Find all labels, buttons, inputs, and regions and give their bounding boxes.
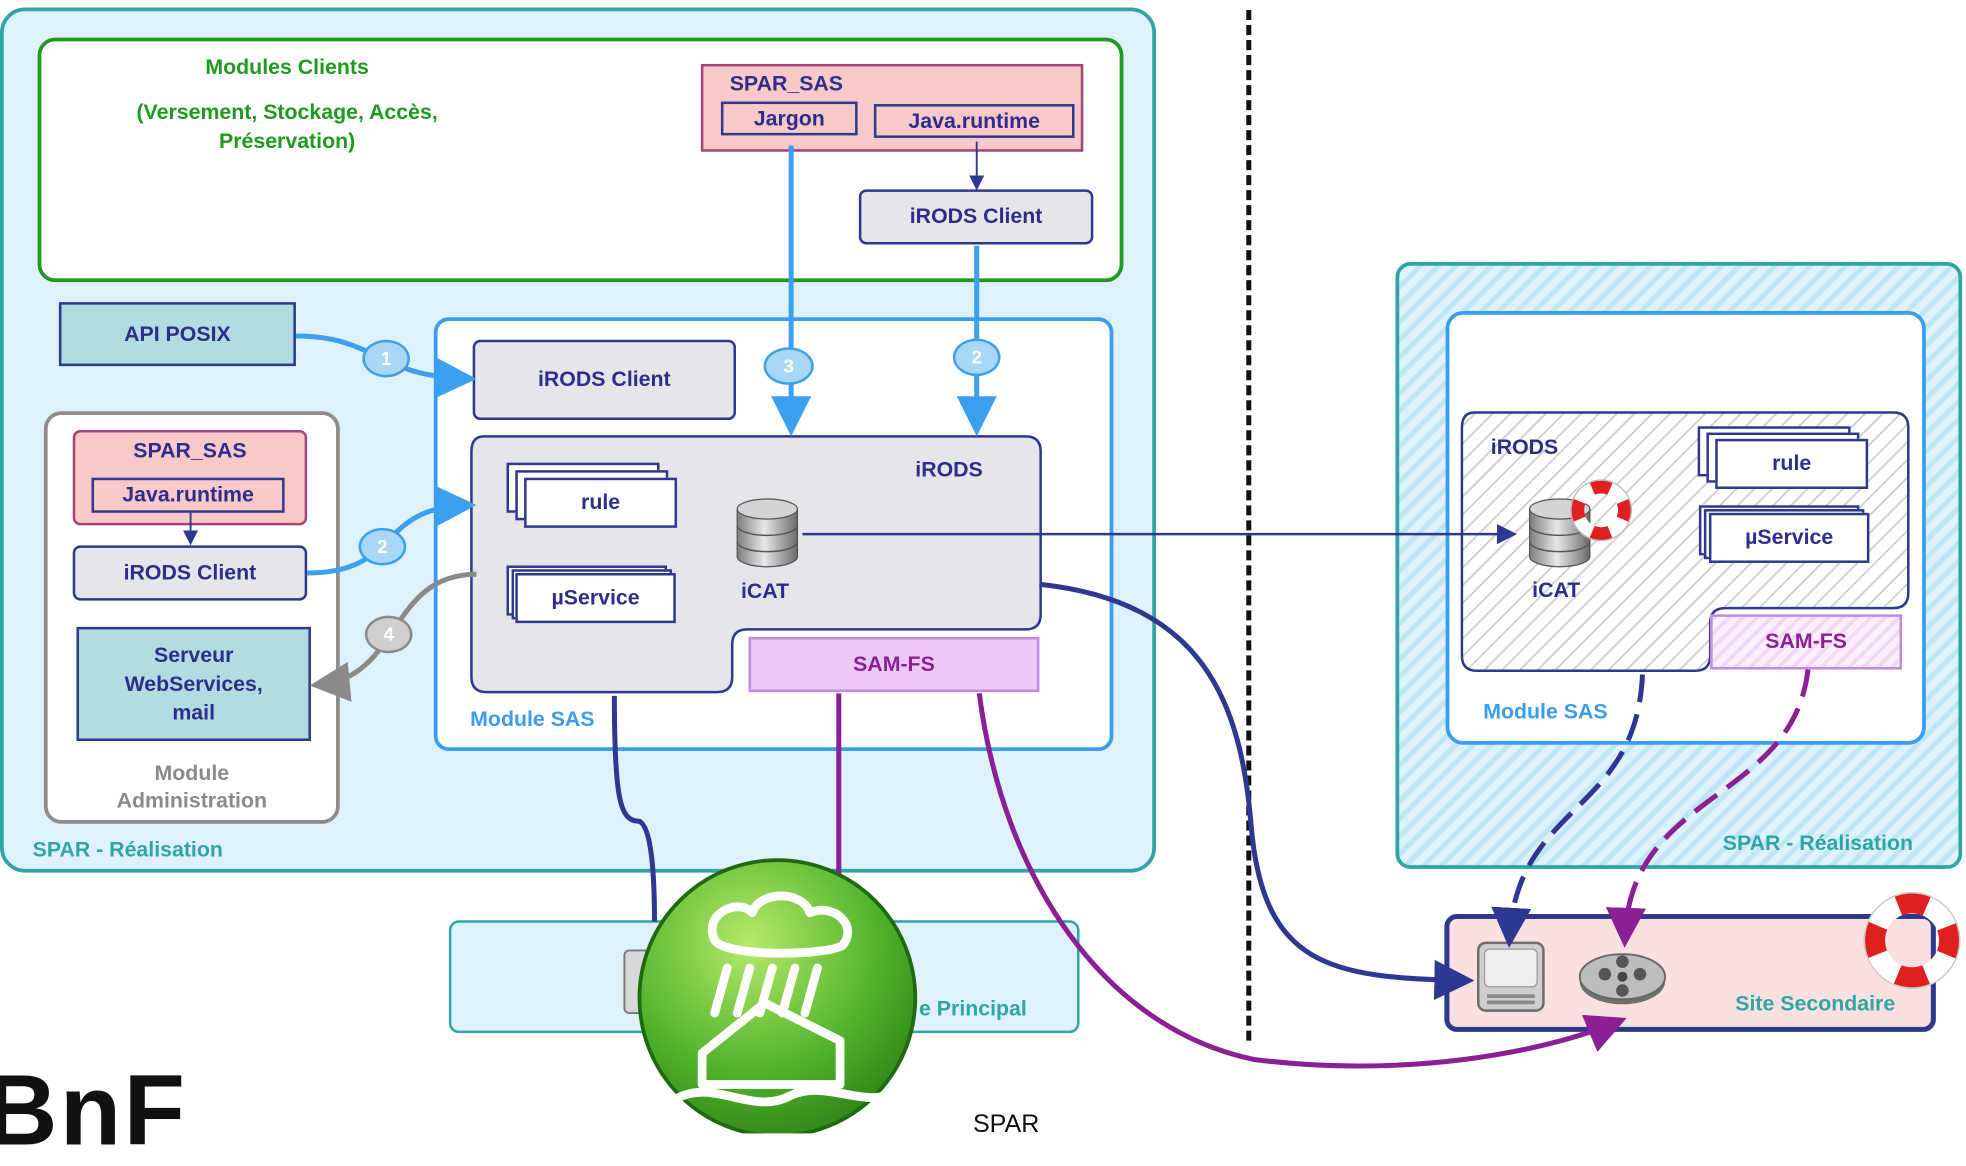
step-badge-3: 3: [763, 347, 814, 385]
secondary-realisation-label: SPAR - Réalisation: [1722, 831, 1914, 856]
step-badge-2-admin: 2: [358, 527, 407, 566]
secondary-site-label: Site Secondaire: [1735, 991, 1896, 1016]
database-icon: [736, 498, 799, 568]
flood-disaster-icon: [637, 858, 918, 1134]
film-reel-icon: [1578, 953, 1666, 1005]
clients-java-runtime[interactable]: Java.runtime: [873, 104, 1075, 138]
connectors: [183, 141, 1811, 1069]
bnf-logo: BnF: [0, 1054, 188, 1166]
admin-irods-client[interactable]: iRODS Client: [72, 545, 308, 601]
irods-title: iRODS: [915, 457, 983, 482]
step-badge-4: 4: [364, 615, 413, 654]
secondary-samfs-box[interactable]: SAM-FS: [1710, 614, 1903, 670]
lifebuoy-icon: [1570, 479, 1632, 542]
hard-drive-icon: [1476, 941, 1545, 1012]
secondary-icat-label: iCAT: [1532, 578, 1581, 602]
icat-label: iCAT: [740, 579, 790, 604]
uservice-box[interactable]: µService: [515, 572, 676, 624]
admin-spar-sas-title: SPAR_SAS: [133, 438, 247, 463]
admin-module-label: Module Administration: [116, 761, 268, 813]
api-posix-box[interactable]: API POSIX: [58, 302, 296, 367]
clients-subtitle: (Versement, Stockage, Accès, Préservatio…: [136, 100, 438, 153]
secondary-uservice-box[interactable]: µService: [1708, 512, 1870, 563]
footer-caption: SPAR: [972, 1110, 1040, 1139]
clients-irods-client[interactable]: iRODS Client: [858, 189, 1094, 245]
site-divider: [1246, 10, 1252, 1041]
secondary-sas-label: Module SAS: [1483, 699, 1608, 724]
jargon-box[interactable]: Jargon: [720, 101, 858, 136]
step-badge-1: 1: [362, 339, 410, 378]
secondary-rule-box[interactable]: rule: [1715, 438, 1869, 489]
sas-irods-client[interactable]: iRODS Client: [472, 339, 736, 421]
step-badge-2-top: 2: [952, 338, 1001, 377]
primary-sas-label: Module SAS: [470, 707, 595, 731]
rule-box[interactable]: rule: [524, 477, 678, 528]
admin-java-runtime[interactable]: Java.runtime: [91, 477, 285, 513]
clients-title: Modules Clients: [205, 55, 369, 79]
site-lifebuoy-icon: [1863, 891, 1961, 989]
secondary-irods-title: iRODS: [1490, 435, 1559, 459]
webservices-server[interactable]: Serveur WebServices, mail: [76, 626, 311, 741]
primary-realisation-label: SPAR - Réalisation: [32, 837, 223, 862]
samfs-box[interactable]: SAM-FS: [748, 636, 1040, 693]
clients-spar-sas-title: SPAR_SAS: [729, 71, 844, 96]
primary-site-label: e Principal: [919, 996, 1027, 1021]
